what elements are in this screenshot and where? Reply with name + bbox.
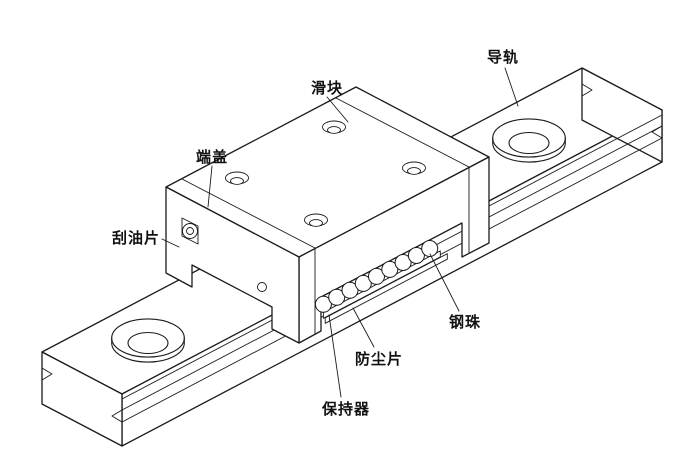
steel-ball (421, 240, 439, 257)
leader-oil-scraper (161, 238, 180, 248)
label-slider-block: 滑块 (311, 80, 344, 97)
steel-ball (354, 274, 372, 292)
slider-hole-2-bore (309, 219, 323, 227)
label-oil-scraper: 刮油片 (112, 230, 161, 247)
steel-ball (381, 260, 399, 278)
label-dust-strip: 防尘片 (355, 351, 404, 368)
grease-nipple-inner (186, 227, 194, 235)
slider-front-face (298, 156, 490, 344)
rail-mounting-hole-right-bore (508, 131, 550, 155)
label-retainer: 保持器 (322, 401, 371, 418)
end-cap-seam-top (181, 178, 316, 249)
steel-ball (328, 288, 346, 306)
end-cap-screw (257, 282, 267, 292)
leader-dust-strip (352, 307, 375, 348)
label-end-cap: 端盖 (196, 149, 229, 166)
rail-groove-notch-right-front (651, 125, 663, 139)
end-cap-face (165, 186, 300, 344)
leader-slider (326, 96, 349, 123)
leader-steel-balls (429, 253, 460, 312)
far-end-cap-seam-top (335, 97, 470, 168)
rail-mounting-hole-left-depth (111, 337, 185, 363)
label-steel-balls: 钢珠 (449, 314, 482, 331)
rail-end-face-left (41, 351, 123, 447)
steel-ball-row (314, 240, 439, 313)
steel-ball (314, 295, 332, 313)
leader-guide-rail (504, 67, 519, 107)
rail-mounting-hole-left-bore (127, 331, 169, 355)
leader-end-cap (207, 165, 213, 208)
steel-ball (368, 267, 385, 285)
slider-hole-3-bore (327, 126, 341, 134)
slider-hole-1-bore (230, 177, 244, 185)
steel-ball (341, 281, 359, 299)
rail-end-face-right (581, 67, 663, 163)
rail-groove-notch-left-front (111, 409, 123, 423)
rail-mounting-hole-right-depth (492, 137, 566, 163)
leader-retainer (328, 314, 342, 398)
rail-groove-notch-right (581, 83, 593, 97)
steel-ball (407, 247, 425, 264)
retainer-strip (322, 250, 441, 319)
label-guide-rail: 导轨 (487, 49, 520, 66)
slider-hole-4-bore (407, 167, 421, 175)
rail-groove-notch-left (41, 367, 53, 381)
steel-ball (394, 254, 412, 271)
